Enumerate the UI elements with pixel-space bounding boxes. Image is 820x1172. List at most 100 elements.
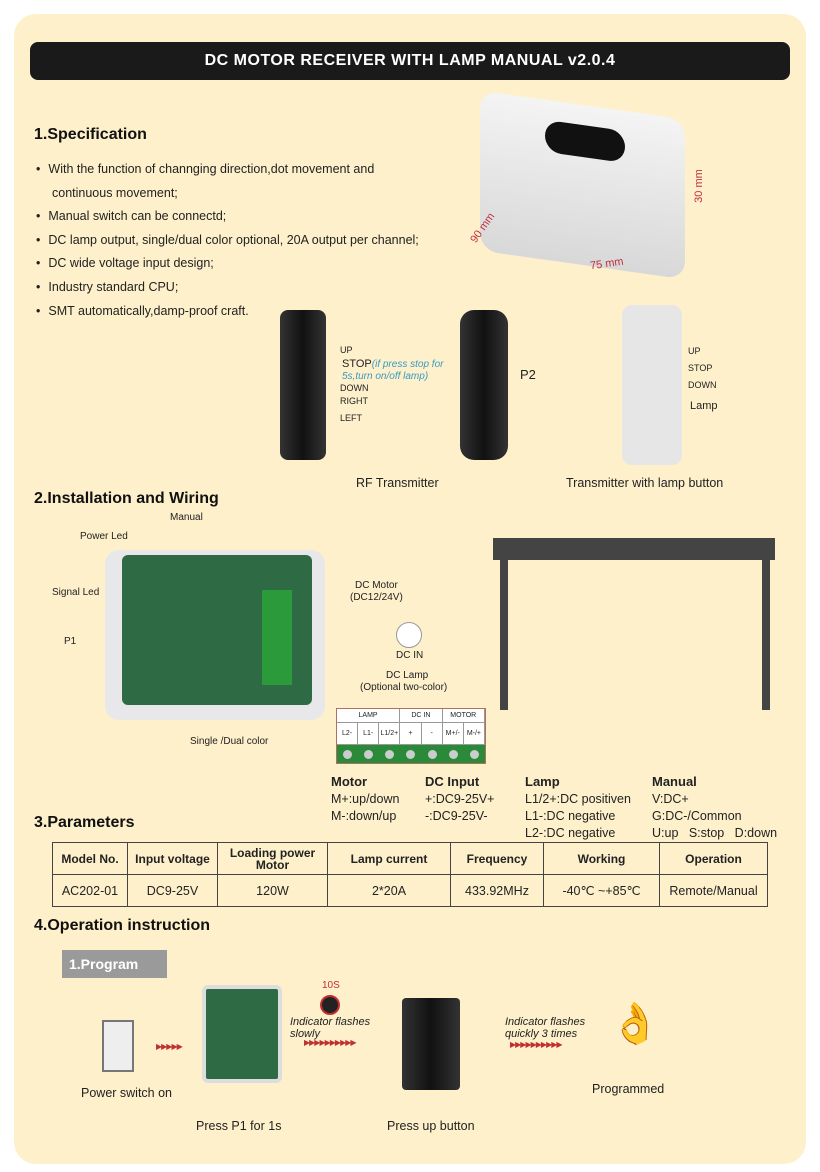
label-dc-motor-voltage: (DC12/24V) [350,592,403,603]
arrow-icon: ▶▶▶▶▶▶▶▶▶▶ [510,1040,563,1049]
pergola-post [762,560,770,710]
spec-item: Industry standard CPU; [36,276,419,300]
cell: 2*20A [327,874,451,907]
cell: DC9-25V [127,874,218,907]
legend-line: M+:up/down [331,792,400,806]
cell: AC202-01 [52,874,128,907]
legend-line: G:DC-/Common [652,809,742,823]
indicator-slow-text: Indicator flashes slowly [290,1016,371,1040]
label-left: LEFT [340,413,363,423]
spec-list: With the function of channging direction… [36,158,419,324]
legend-title: Manual [652,774,697,789]
col-header: Model No. [52,842,128,875]
group-label: LAMP [337,709,401,722]
legend-line: L2-:DC negative [525,826,616,840]
pin-label: - [422,723,443,744]
params-heading: 3.Parameters [34,814,135,831]
timer-label: 10S [322,980,340,991]
spec-item: DC lamp output, single/dual color option… [36,229,418,253]
label-stop: STOP [688,363,713,373]
label-p2: P2 [520,367,536,382]
receiver-board-image [202,985,282,1083]
label-up: UP [340,345,353,355]
arrow-icon: ▶▶▶▶▶▶▶▶▶▶ [304,1038,357,1047]
lamp-caption: Transmitter with lamp button [566,476,724,490]
legend-line: -:DC9-25V- [425,809,488,823]
legend-dc-input: DC Input +:DC9-25V+ -:DC9-25V- [425,773,494,825]
legend-title: DC Input [425,774,480,789]
p2-transmitter-image [460,310,508,460]
page-title: DC MOTOR RECEIVER WITH LAMP MANUAL v2.0.… [30,42,790,80]
cell: Remote/Manual [659,874,768,907]
cell: 433.92MHz [450,874,544,907]
label-dc-lamp-sub: (Optional two-color) [360,682,448,693]
legend-line: U:up S:stop D:down [652,826,778,840]
pin-label: L1/2+ [379,723,401,744]
pin-label: M-/+ [464,723,485,744]
stop-note: (if press stop for 5s,turn on/off lamp) [342,359,444,382]
lamp-transmitter-image [622,305,682,465]
legend-line: V:DC+ [652,792,689,806]
label-manual: Manual [170,512,203,523]
spec-item: Manual switch can be connectd; [36,205,419,229]
label-power-led: Power Led [80,531,128,542]
col-header: Input voltage [127,842,218,875]
stop-text: STOP [342,358,372,370]
label-down: DOWN [688,380,717,390]
wiring-heading: 2.Installation and Wiring [34,490,219,507]
step-caption: Press up button [387,1119,475,1133]
step-caption: Power switch on [81,1086,173,1100]
receiver-box-image [480,90,685,280]
terminal-block [262,590,292,685]
col-header: Lamp current [327,842,451,875]
label-dc-motor: DC Motor [355,580,398,591]
program-tab: 1.Program [62,950,167,978]
arrow-icon: ▶▶▶▶▶ [156,1042,183,1051]
pin-label: L1- [358,723,380,744]
rf-transmitter-image [280,310,326,460]
label-stop: STOP(if press stop for 5s,turn on/off la… [342,358,472,382]
label-p1: P1 [64,636,77,647]
pergola-roof-image [493,538,775,560]
label-signal-led: Signal Led [52,587,100,598]
transmitter-press-image [402,998,460,1090]
cell: -40℃ ~+85℃ [543,874,660,907]
label-lamp: Lamp [690,400,718,412]
step-caption: Programmed [592,1082,665,1096]
spec-item: With the function of channging direction… [36,158,419,182]
label-up: UP [688,346,701,356]
bulb-icon [396,622,422,648]
legend-line: M-:down/up [331,809,397,823]
power-outlet-icon [102,1020,134,1072]
legend-line: L1-:DC negative [525,809,616,823]
spec-item: SMT automatically,damp-proof craft. [36,300,419,324]
legend-title: Lamp [525,774,560,789]
pergola-post [500,560,508,710]
dim-height: 30 mm [692,169,705,203]
step-caption: Press P1 for 1s [196,1119,282,1133]
cell: 120W [217,874,328,907]
label-single-dual: Single /Dual color [190,736,269,747]
pin-label: M+/- [443,723,464,744]
legend-line: +:DC9-25V+ [425,792,495,806]
col-header: Operation [659,842,768,875]
spec-item: DC wide voltage input design; [36,252,419,276]
col-header: Frequency [450,842,544,875]
legend-title: Motor [331,774,368,789]
group-label: MOTOR [443,709,485,722]
spec-item: continuous movement; [52,185,178,200]
spec-heading: 1.Specification [34,126,147,143]
label-right: RIGHT [340,396,368,406]
label-dc-lamp: DC Lamp [386,670,429,681]
operation-heading: 4.Operation instruction [34,917,211,934]
indicator-quick-text: Indicator flashes quickly 3 times [505,1016,586,1040]
rf-caption: RF Transmitter [356,476,439,490]
col-header: Loading power Motor [217,842,328,875]
ok-hand-icon: 👌 [610,1002,660,1046]
legend-line: L1/2+:DC positiven [525,792,631,806]
